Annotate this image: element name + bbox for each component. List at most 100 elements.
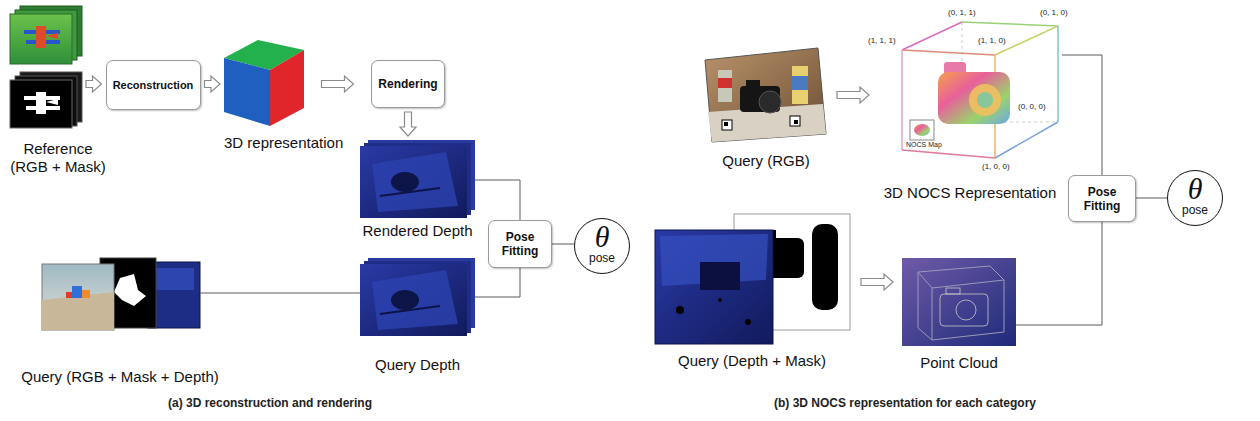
reference-images-part: [36, 92, 46, 114]
caption-text: Rendered Depth: [362, 222, 472, 240]
query-images-part: [82, 290, 90, 298]
point-cloud-image: [902, 258, 1016, 346]
coordinate-label: (0, 1, 1): [948, 8, 976, 17]
caption-text: Query (Depth + Mask): [678, 352, 826, 370]
query-rgb-photo-part: [790, 116, 800, 126]
reference-images-part: [46, 99, 58, 105]
rgb-cube: [224, 40, 304, 126]
hollow-arrow: [205, 76, 221, 92]
point-cloud-image-part: [940, 294, 988, 326]
query-depth-mask: Query (Depth + Mask): [652, 214, 852, 346]
subfigure-caption: (a) 3D reconstruction and rendering: [168, 396, 372, 410]
subfigure-caption: (b) 3D NOCS representation for each cate…: [774, 396, 1036, 410]
query-rgb-photo-part: [722, 120, 732, 130]
hollow-arrow: [322, 76, 354, 92]
nocs-cube-part: [902, 50, 995, 55]
pose-symbol: θ: [1168, 173, 1222, 205]
connector: [552, 244, 574, 245]
query-rgb-photo-part: [718, 78, 732, 88]
process-box: Pose Fitting: [488, 220, 552, 268]
query-rgb-photo-part: [794, 120, 798, 124]
query-rgb-photo-part: [740, 86, 780, 112]
caption-text: Query Depth: [375, 356, 460, 374]
box-label: Pose Fitting: [495, 230, 545, 258]
rgb-cube-part: [224, 58, 270, 126]
reference-images-part: [36, 26, 46, 48]
coordinate-label: (1, 1, 0): [978, 36, 1006, 45]
connector: [1016, 222, 1102, 325]
connector: [1136, 198, 1167, 199]
nocs-cube-part: [977, 92, 993, 108]
point-cloud-image-part: [918, 266, 1004, 288]
pose-circle: θpose: [1167, 170, 1223, 226]
depth-image: Rendered Depth: [360, 140, 475, 218]
pose-subscript: pose: [575, 251, 629, 265]
pose-circle: θpose: [574, 218, 630, 274]
depth-image: Query Depth: [360, 258, 475, 336]
caption-text: 3D representation: [224, 134, 343, 152]
pose-symbol: θ: [575, 221, 629, 253]
rendered-depth-images-part: [391, 172, 419, 192]
caption-text: Query (RGB + Mask + Depth): [21, 368, 219, 386]
rendered-depth-images: [360, 140, 475, 218]
query-images-part: [72, 286, 82, 298]
process-box: Pose Fitting: [1068, 175, 1136, 222]
query-depth-mask-images-part: [718, 298, 722, 302]
nocs-cube-part: [902, 150, 995, 158]
caption-text: Point Cloud: [920, 354, 998, 372]
process-box: Reconstruction: [106, 60, 201, 110]
rgb-cube-part: [270, 50, 304, 126]
query-images-part: [114, 274, 146, 306]
connector: [475, 268, 520, 297]
reference-images-part: [10, 14, 72, 64]
caption-text: 3D NOCS Representation: [884, 184, 1057, 202]
query-rgb-photo-part: [705, 48, 826, 142]
point-cloud-image-part: [1004, 280, 1005, 332]
query-depth-images-part: [380, 306, 440, 314]
query-rgb-photo-part: [724, 122, 728, 126]
point-cloud-image-part: [918, 328, 932, 340]
reference-images-part: [46, 33, 58, 39]
query-depth-images: [360, 258, 475, 336]
nocs-cube-part: [1057, 26, 1059, 122]
query-depth-images-part: [372, 270, 458, 330]
nocs-cube-part: [995, 122, 1058, 158]
query-rgb-photo-part: [759, 91, 781, 113]
reference-images: [10, 6, 82, 128]
cube-representation: 3D representation: [224, 40, 304, 126]
reference-images-part: [10, 80, 72, 128]
query-rgb-photo-part: [792, 66, 808, 104]
coordinate-label: (0, 0, 0): [1018, 102, 1046, 111]
query-rgb-photo: [705, 48, 826, 142]
query-images-part: [154, 268, 194, 290]
query-depth-mask-images: [655, 214, 850, 344]
connector: [475, 180, 520, 220]
caption-text: Query (RGB): [722, 152, 810, 170]
query-depth-mask-images-part: [700, 262, 740, 290]
caption-text: Reference (RGB + Mask): [4, 140, 112, 176]
connector: [200, 293, 360, 294]
hollow-arrow: [86, 76, 102, 92]
box-label: Rendering: [378, 77, 437, 91]
coordinate-label: (1, 0, 0): [982, 162, 1010, 171]
hollow-arrow: [837, 87, 869, 103]
reference-images: Reference (RGB + Mask): [10, 6, 82, 128]
point-cloud-image-part: [932, 332, 1004, 340]
point-cloud-image-part: [932, 288, 933, 340]
point-cloud-image-part: [902, 258, 1016, 346]
query-images-part: [66, 292, 72, 298]
connector: [1062, 55, 1102, 175]
box-label: Reconstruction: [113, 78, 194, 92]
nocs-cube-part: [914, 124, 930, 136]
query-depth-images-part: [360, 264, 467, 336]
query-depth-mask-images-part: [812, 224, 838, 310]
query-images: [42, 258, 200, 330]
box-label: Pose Fitting: [1075, 185, 1129, 213]
nocs-cube-part: [962, 22, 1058, 26]
nocs-cube-part: [902, 22, 962, 50]
coordinate-label: (1, 1, 1): [868, 36, 896, 45]
rendered-depth-images-part: [380, 188, 440, 196]
query-depth-images-part: [391, 290, 419, 310]
query-depth-mask-images-part: [655, 230, 773, 344]
